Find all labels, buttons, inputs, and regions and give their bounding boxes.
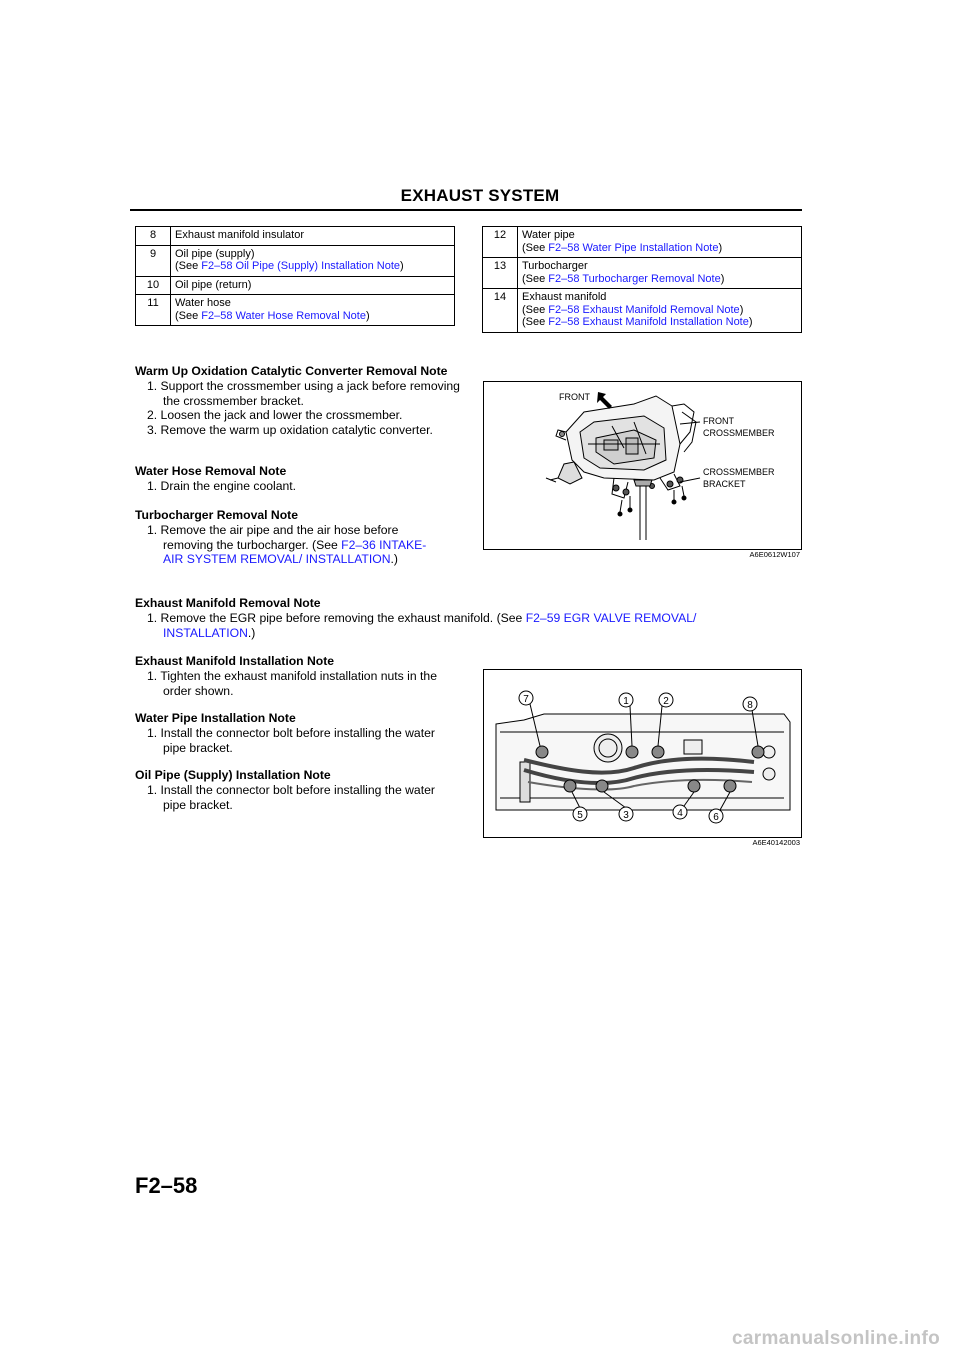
section-oil-pipe: Oil Pipe (Supply) Installation Note 1. I… [135,768,445,812]
part-name: Exhaust manifold(See F2–58 Exhaust Manif… [517,288,802,333]
section-manifold-install: Exhaust Manifold Installation Note 1. Ti… [135,654,455,698]
front-arrow-icon [597,392,612,409]
table-row: 13 Turbocharger(See F2–58 Turbocharger R… [482,257,802,289]
front-label: FRONT [559,392,590,402]
ref-link[interactable]: F2–36 INTAKE-AIR SYSTEM REMOVAL/ INSTALL… [163,537,427,567]
part-name: Water hose(See F2–58 Water Hose Removal … [170,294,455,326]
figure-code: A6E0612W107 [749,550,800,559]
section-heading: Turbocharger Removal Note [135,508,298,522]
page-number: F2–58 [135,1173,198,1198]
ref-link[interactable]: F2–58 Exhaust Manifold Removal Note [548,303,740,316]
part-number: 12 [482,226,518,258]
step: 1. Remove the EGR pipe before removing t… [147,610,697,640]
part-name: Water pipe(See F2–58 Water Pipe Installa… [517,226,802,258]
section-heading: Oil Pipe (Supply) Installation Note [135,768,331,782]
step: 2. Loosen the jack and lower the crossme… [147,408,403,423]
section-manifold-removal: Exhaust Manifold Removal Note 1. Remove … [135,596,775,640]
order-label: 4 [677,808,683,819]
part-name: Oil pipe (return) [170,275,455,295]
order-label: 8 [747,700,753,711]
ref-link[interactable]: F2–58 Water Pipe Installation Note [548,241,719,254]
part-number: 10 [135,275,171,295]
title-rule [130,209,802,211]
order-label: 1 [623,696,629,707]
step: 1. Support the crossmember using a jack … [147,378,460,408]
manifold-illustration: 7 1 2 8 5 3 4 6 [495,690,791,824]
watermark: carmanualsonline.info [732,1328,940,1349]
section-heading: Exhaust Manifold Removal Note [135,596,321,610]
part-number: 11 [135,294,171,326]
order-label: 3 [623,810,629,821]
step: 1. Drain the engine coolant. [147,478,297,493]
page-title: EXHAUST SYSTEM [400,186,560,205]
part-number: 14 [482,288,518,333]
front-crossmember-label-2: CROSSMEMBER [703,428,775,438]
step: 1. Install the connector bolt before ins… [147,725,435,755]
section-catalytic: Warm Up Oxidation Catalytic Converter Re… [135,364,465,438]
figure-code: A6E40142003 [752,838,800,847]
section-water-hose: Water Hose Removal Note 1. Drain the eng… [135,464,465,494]
step: 3. Remove the warm up oxidation catalyti… [147,423,433,438]
part-name: Turbocharger(See F2–58 Turbocharger Remo… [517,257,802,289]
order-label: 6 [713,812,719,823]
order-label: 7 [523,694,529,705]
part-name: Exhaust manifold insulator [170,226,455,246]
parts-table-left: 8 Exhaust manifold insulator 9 Oil pipe … [135,226,455,326]
section-turbocharger: Turbocharger Removal Note 1. Remove the … [135,508,435,567]
part-name: Oil pipe (supply)(See F2–58 Oil Pipe (Su… [170,244,455,277]
ref-link[interactable]: F2–59 EGR VALVE REMOVAL/ INSTALLATION [163,610,697,640]
table-row: 14 Exhaust manifold(See F2–58 Exhaust Ma… [482,288,802,333]
table-row: 11 Water hose(See F2–58 Water Hose Remov… [135,294,455,326]
section-heading: Exhaust Manifold Installation Note [135,654,335,668]
parts-table-right: 12 Water pipe(See F2–58 Water Pipe Insta… [482,226,802,333]
section-heading: Water Pipe Installation Note [135,711,296,725]
part-number: 9 [135,244,171,277]
table-row: 9 Oil pipe (supply)(See F2–58 Oil Pipe (… [135,244,455,277]
order-label: 2 [663,696,669,707]
table-row: 10 Oil pipe (return) [135,275,455,295]
ref-link[interactable]: F2–58 Oil Pipe (Supply) Installation Not… [201,260,401,272]
step: 1. Tighten the exhaust manifold installa… [147,668,437,698]
step: 1. Remove the air pipe and the air hose … [147,522,427,567]
ref-link[interactable]: F2–58 Turbocharger Removal Note [548,272,721,285]
crossmember-bracket-label-2: BRACKET [703,479,746,489]
table-row: 8 Exhaust manifold insulator [135,226,455,246]
part-number: 13 [482,257,518,289]
section-heading: Water Hose Removal Note [135,464,287,478]
front-crossmember-label-1: FRONT [703,416,734,426]
crossmember-illustration: FRONT FRONT CROSSMEMBER CROSSMEMBER BRAC… [545,392,775,540]
ref-link[interactable]: F2–58 Exhaust Manifold Installation Note [548,316,749,328]
order-label: 5 [577,810,583,821]
table-row: 12 Water pipe(See F2–58 Water Pipe Insta… [482,226,802,258]
crossmember-bracket-label-1: CROSSMEMBER [703,467,775,477]
section-water-pipe: Water Pipe Installation Note 1. Install … [135,711,445,755]
step: 1. Install the connector bolt before ins… [147,782,435,812]
section-heading: Warm Up Oxidation Catalytic Converter Re… [135,364,448,378]
manifold-tightening-figure: 7 1 2 8 5 3 4 6 [483,669,802,838]
part-number: 8 [135,226,171,246]
crossmember-figure: FRONT FRONT CROSSMEMBER CROSSMEMBER BRAC… [483,381,802,550]
ref-link[interactable]: F2–58 Water Hose Removal Note [201,309,366,322]
